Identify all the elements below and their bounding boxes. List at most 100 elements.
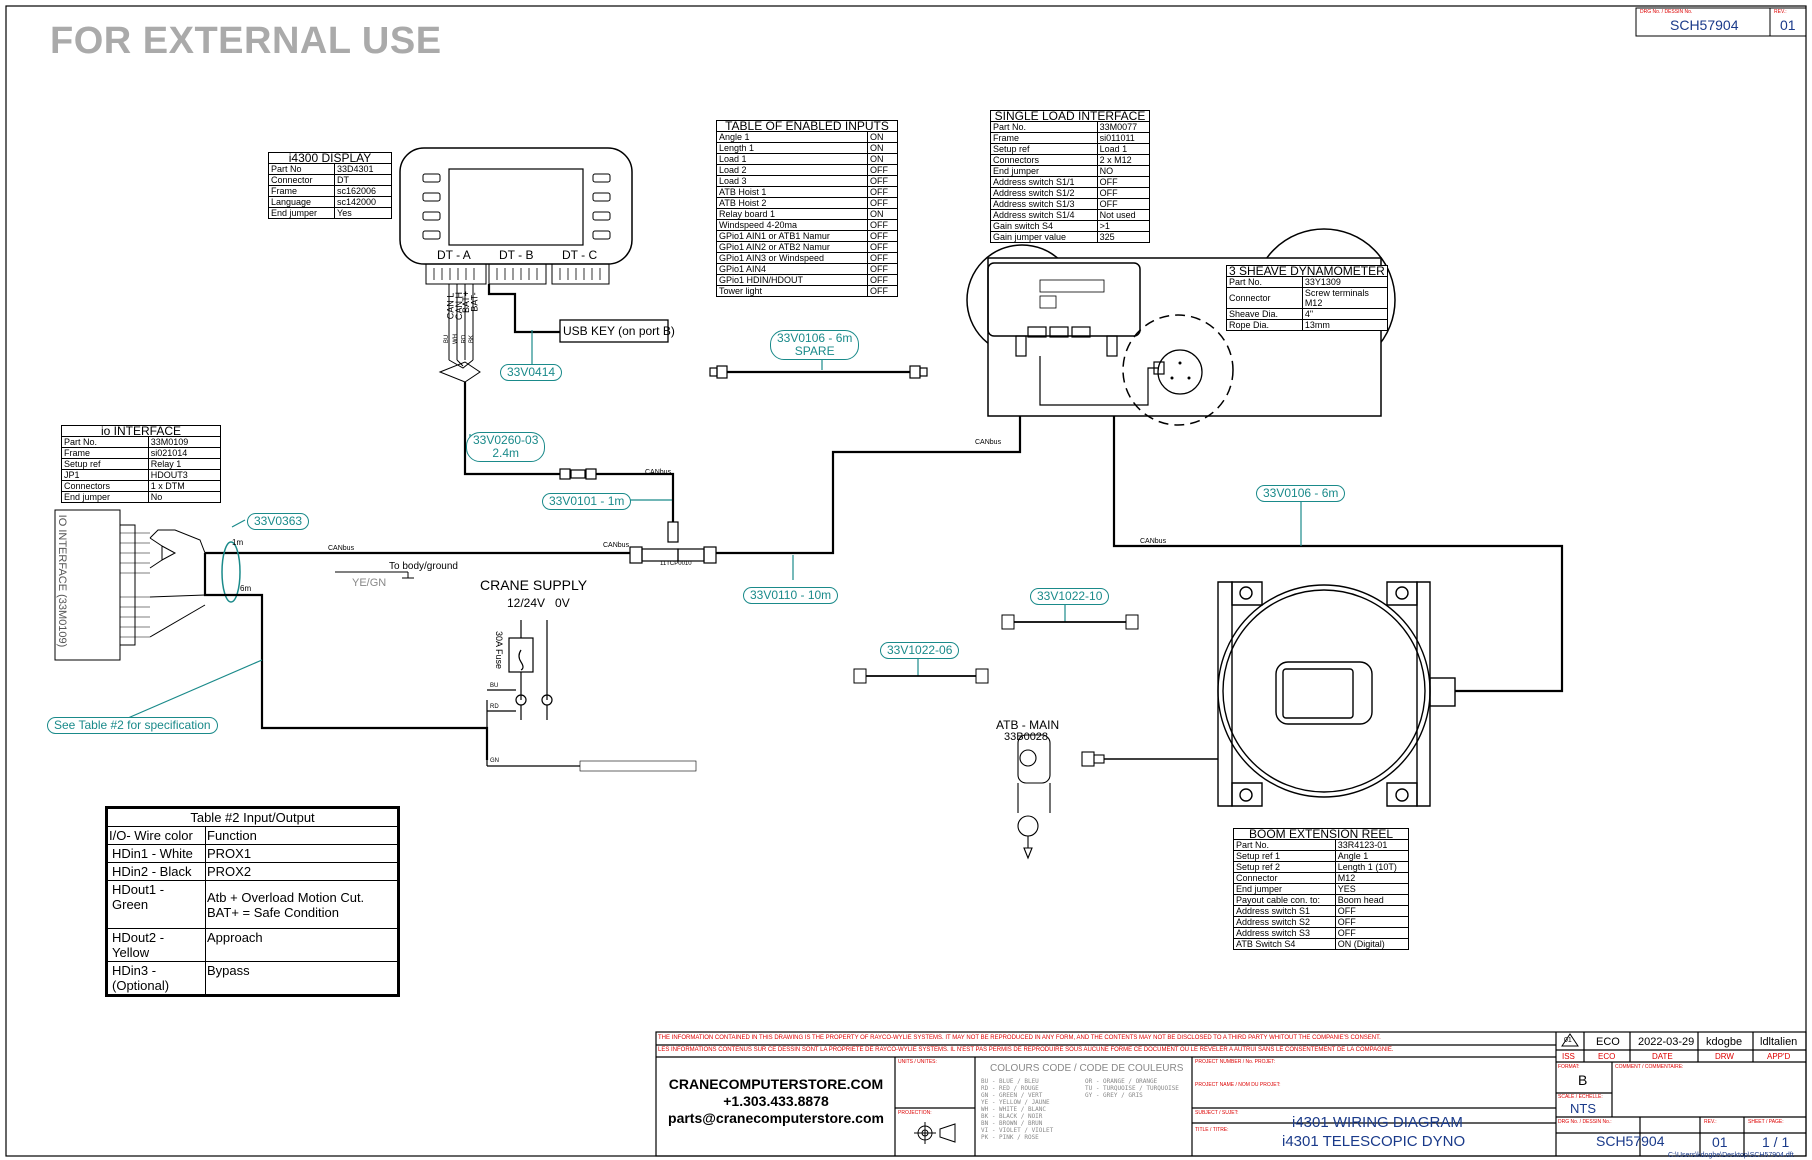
table-title: Table #2 Input/Output (106, 807, 399, 827)
length-6m-label: 6m (240, 584, 252, 593)
drw-value: kdogbe (1706, 1036, 1743, 1048)
subject-label: SUBJECT / SUJET: (1195, 1110, 1239, 1116)
boom-extension-reel-table: BOOM EXTENSION REEL Part No.33R4123-01 S… (1233, 828, 1410, 950)
drg-no-label: DRG No. / DESSIN No. (1640, 9, 1693, 15)
voltage-label: 12/24V 0V (507, 596, 570, 610)
cell-key: Gain jumper value (990, 231, 1098, 243)
cell-value: OFF (1334, 905, 1410, 917)
cell-key: Load 3 (715, 175, 869, 187)
cell-key: Part No. (61, 436, 149, 448)
drawing-title-2: i4301 TELESCOPIC DYNO (1282, 1133, 1466, 1150)
cell-key: Setup ref 2 (1233, 861, 1336, 873)
dt-c-label: DT - C (562, 248, 598, 262)
appd-value: ldltalien (1760, 1036, 1798, 1048)
cell-key: Part No (267, 163, 336, 175)
cell-key: GPio1 AIN3 or Windspeed (715, 252, 869, 264)
iss-header: ISS (1562, 1052, 1575, 1061)
cell-key: GPio1 AIN1 or ATB1 Namur (715, 230, 869, 242)
company-website: CRANECOMPUTERSTORE.COM (668, 1076, 884, 1092)
cell-value: ON (867, 131, 898, 143)
cell-function: PROX2 (205, 862, 399, 881)
cell-value: Load 1 (1096, 143, 1151, 155)
colour-code-item: BU - BLUE / BLEU (981, 1078, 1039, 1085)
cell-value: 4" (1301, 308, 1388, 320)
title-label: TITLE / TITRE: (1195, 1127, 1229, 1133)
cell-wire: HDout1 - Green (106, 880, 206, 929)
cell-value: sc142000 (334, 196, 392, 208)
cell-key: Setup ref (61, 458, 149, 470)
table-title: io INTERFACE (61, 425, 221, 437)
cell-key: ATB Hoist 2 (715, 197, 869, 209)
table-title: BOOM EXTENSION REEL (1233, 828, 1409, 840)
single-load-interface-table: SINGLE LOAD INTERFACE Part No.33M0077 Fr… (990, 110, 1151, 243)
company-email: parts@cranecomputerstore.com (668, 1110, 884, 1126)
cell-function: Approach (205, 928, 399, 962)
cell-key: Relay board 1 (715, 208, 869, 220)
cell-key: Angle 1 (715, 131, 869, 143)
table-row: Gain switch S4>1 (990, 220, 1151, 232)
date-header: DATE (1652, 1052, 1673, 1061)
project-name-label: PROJECT NAME / NOM DU PROJET: (1195, 1082, 1281, 1088)
cell-function: PROX1 (205, 844, 399, 863)
cell-value: OFF (867, 186, 898, 198)
cell-value: YES (1334, 883, 1410, 895)
cell-key: Connector (267, 174, 336, 186)
cell-value: sc162006 (334, 185, 392, 197)
cell-value: NO (1096, 165, 1151, 177)
cable-tag-33v0363: 33V0363 (247, 513, 310, 530)
format-label: FORMAT: (1558, 1064, 1580, 1070)
table2-input-output: Table #2 Input/Output I/O- Wire color Fu… (105, 806, 400, 997)
scale-label: SCALE / ECHELLE: (1558, 1094, 1603, 1100)
cell-value: ON (867, 208, 898, 220)
atb-part-label: 33B0028 (1004, 731, 1049, 743)
cell-key: Frame (990, 132, 1098, 144)
table-row: Part No.33M0109 (61, 436, 222, 448)
cable-tag-text: 33V0106 - 6m (777, 331, 853, 345)
crane-supply-label: CRANE SUPPLY (480, 577, 588, 593)
cell-value: 325 (1096, 231, 1151, 243)
colour-code-item: BK - BLACK / NOIR (981, 1113, 1043, 1120)
comment-label: COMMENT / COMMENTAIRE: (1615, 1064, 1684, 1070)
table-title: TABLE OF ENABLED INPUTS (716, 120, 898, 132)
cell-key: Language (267, 196, 336, 208)
cable-tag-33v0260: 33V0260-03 2.4m (466, 432, 546, 462)
cell-function: Atb + Overload Motion Cut. BAT+ = Safe C… (205, 880, 399, 929)
cell-wire: HDin2 - Black (106, 862, 206, 881)
colour-code-item: RD - RED / ROUGE (981, 1085, 1039, 1092)
cell-key: Frame (267, 185, 336, 197)
cell-wire: HDout2 - Yellow (106, 928, 206, 962)
external-use-banner: FOR EXTERNAL USE (50, 20, 442, 62)
cable-tag-33v0106-spare: 33V0106 - 6m SPARE (770, 330, 860, 360)
cell-value: OFF (867, 285, 898, 297)
tee-part-label: 11TCP0010 (660, 561, 692, 567)
cell-key: Part No. (1226, 276, 1303, 288)
colour-code-item: GY - GREY / GRIS (1085, 1092, 1143, 1099)
cell-value: Not used (1096, 209, 1151, 221)
cell-key: End jumper (990, 165, 1098, 177)
cell-key: Windspeed 4-20ma (715, 219, 869, 231)
cell-value: OFF (867, 274, 898, 286)
cell-value: 1 x DTM (147, 480, 222, 492)
colour-code-item: WH - WHITE / BLANC (981, 1106, 1047, 1113)
format-value: B (1578, 1072, 1588, 1088)
canbus-label: CANbus (975, 439, 1002, 446)
